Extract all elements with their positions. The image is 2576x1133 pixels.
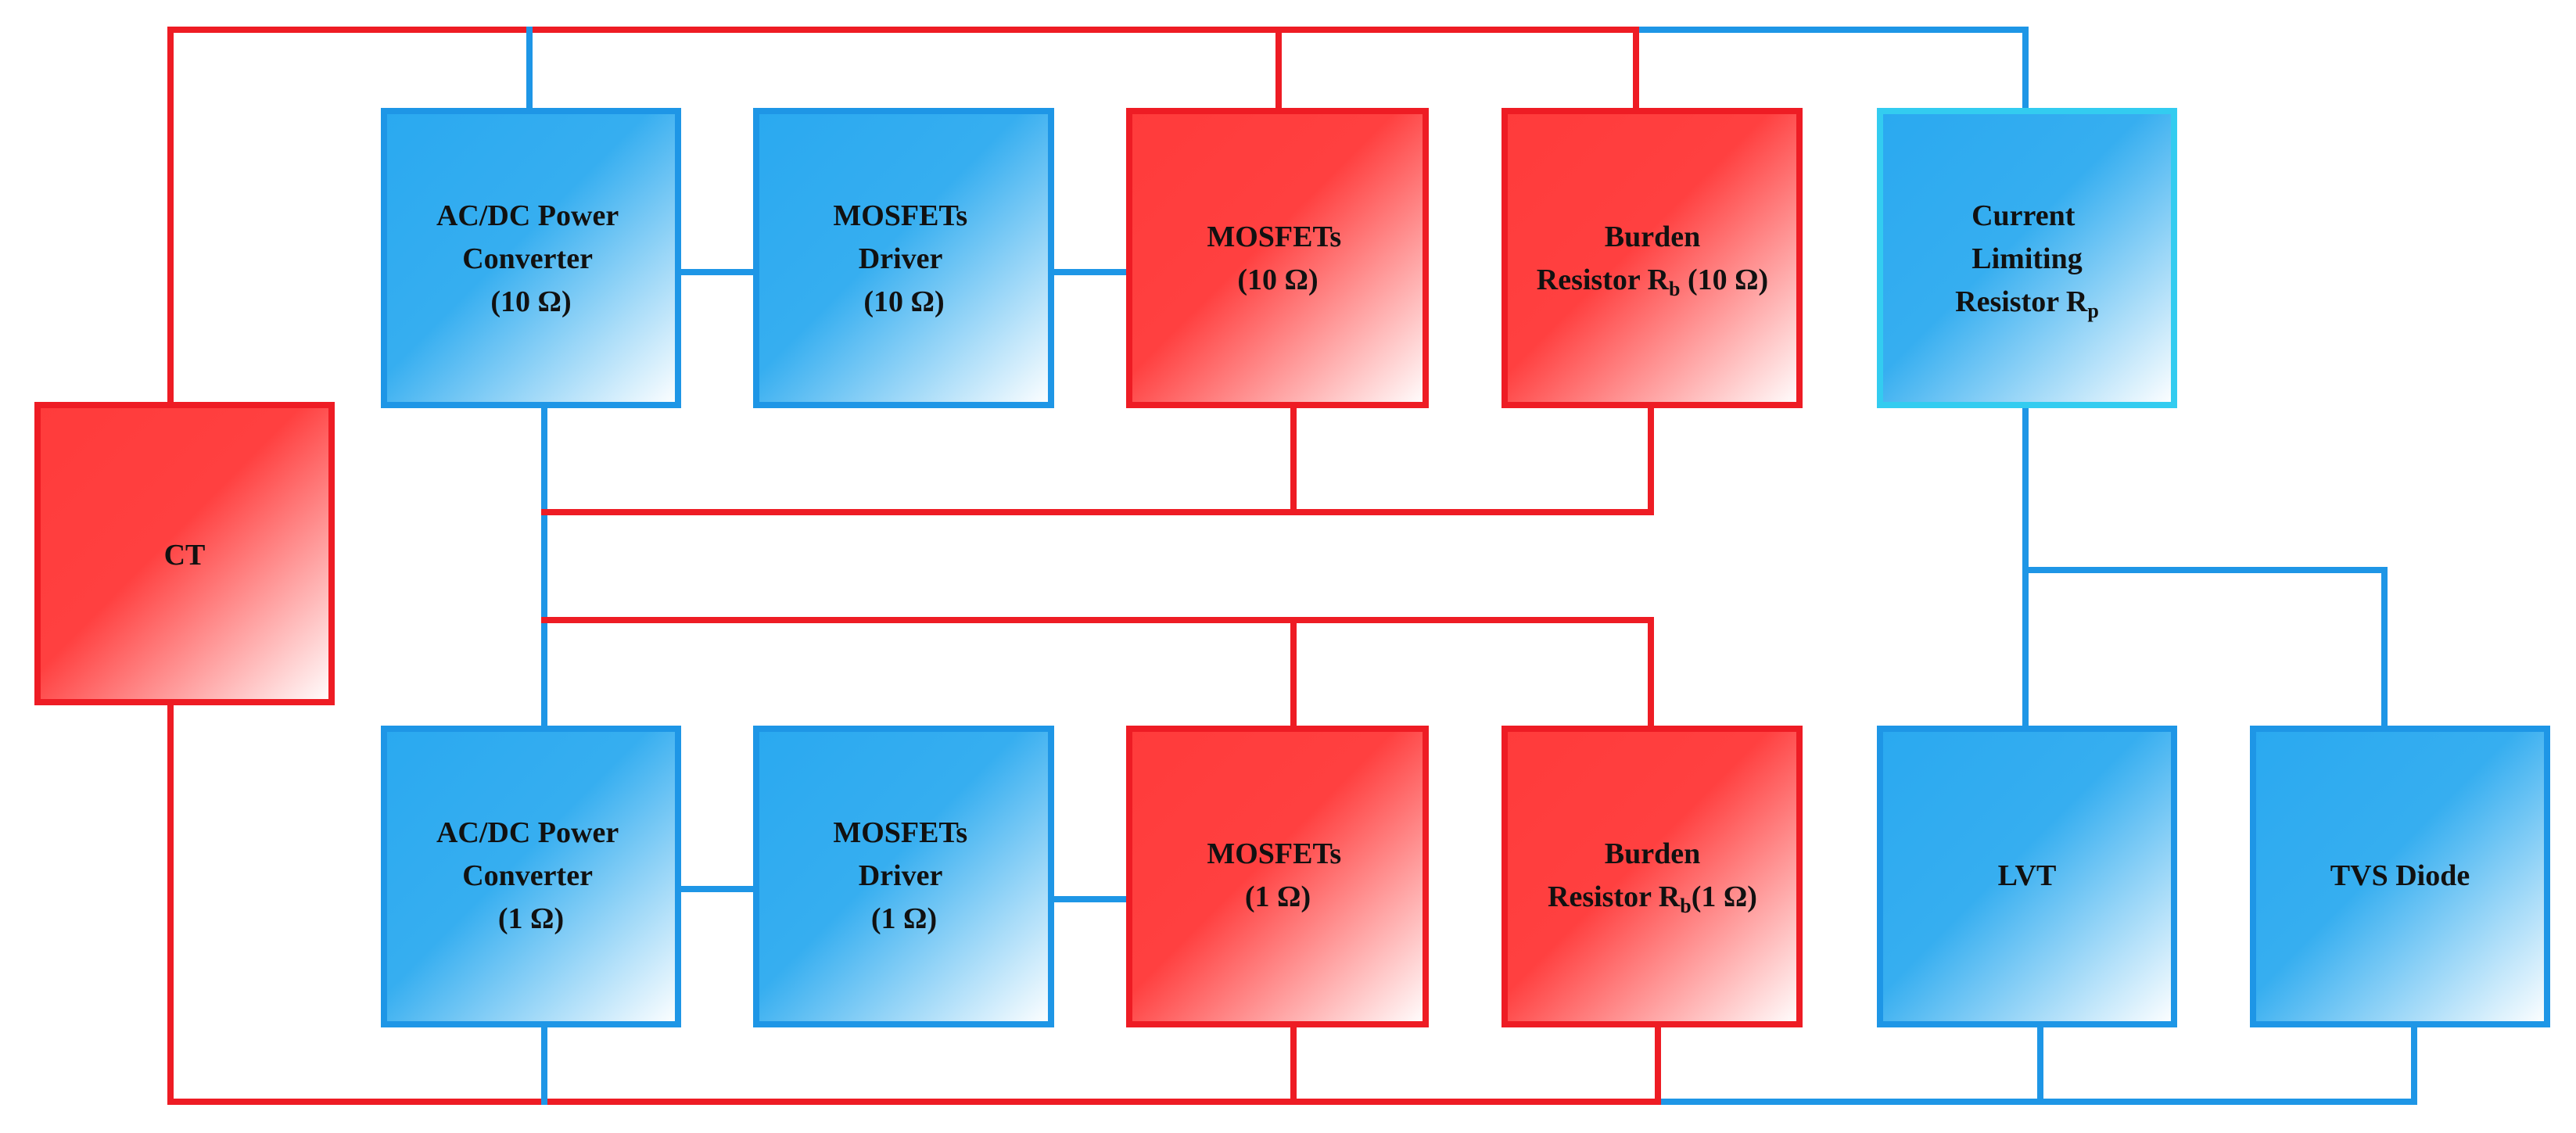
- svg-text:Current Limiting: Current Limiting: [1971, 199, 2083, 275]
- current-limiting-resistor-block: Current Limiting Resistor Rp: [1877, 108, 2177, 408]
- mosfets-1-block: MOSFETs (1 Ω): [1126, 726, 1429, 1027]
- mosfets-driver-1-block: MOSFETs Driver (1 Ω): [753, 726, 1054, 1027]
- svg-text:MOSFETs Driver (10: MOSFETs Driver (10 Ω): [833, 199, 974, 318]
- driver-1-line-2: Driver: [859, 859, 943, 892]
- current-limit-line-3: Resistor R: [1955, 285, 2088, 318]
- current-limit-subscript: p: [2087, 299, 2098, 322]
- svg-text:MOSFETs (10 Ω): MOSFETs (10 Ω): [1207, 221, 1348, 296]
- svg-text:Resistor Rb (10 Ω): Resistor Rb (10 Ω): [1537, 264, 1768, 300]
- mosfets-10-block: MOSFETs (10 Ω): [1126, 108, 1429, 408]
- svg-text:MOSFETs (1 Ω): MOSFETs (1 Ω): [1207, 837, 1348, 913]
- burden-1-line-2: Resistor R: [1548, 880, 1681, 913]
- svg-text:TVS Diode: TVS Diode: [2330, 859, 2470, 892]
- svg-text:CT: CT: [164, 539, 206, 572]
- svg-text:Resistor Rp: Resistor Rp: [1955, 285, 2099, 322]
- svg-text:MOSFETs Driver (1: MOSFETs Driver (1 Ω): [833, 816, 974, 935]
- lvt-tvs-branch-wire: [2022, 567, 2388, 732]
- driver-10-line-1: MOSFETs: [833, 199, 967, 232]
- burden-10-subscript: b: [1669, 278, 1680, 300]
- driver-1-line-3: (1 Ω): [871, 902, 937, 935]
- mosfets-10-line-2: (10 Ω): [1237, 264, 1318, 296]
- burden-1-subscript: b: [1680, 895, 1691, 917]
- burden-resistor-10-block: Burden Resistor Rb (10 Ω): [1501, 108, 1803, 408]
- acdc-converter-1-block: AC/DC Power Converter (1 Ω): [381, 726, 681, 1027]
- current-limit-line-2: Limiting: [1971, 242, 2082, 275]
- burden-10-line-1: Burden: [1605, 221, 1700, 253]
- ct-label: CT: [164, 539, 206, 572]
- svg-text:AC/DC Power Converter: AC/DC Power Converter (1 Ω): [436, 816, 626, 935]
- svg-text:AC/DC Power Converter: AC/DC Power Converter (10 Ω): [436, 199, 626, 318]
- mosfets-1-line-1: MOSFETs: [1207, 837, 1341, 870]
- acdc-10-line-2: Converter: [462, 242, 593, 275]
- row2-feed-wire: [541, 617, 1654, 732]
- svg-text:Burden: Burden: [1605, 837, 1700, 870]
- lvt-block: LVT: [1877, 726, 2177, 1027]
- tvs-diode-label: TVS Diode: [2330, 859, 2470, 892]
- current-limit-line-1: Current: [1971, 199, 2076, 232]
- mosfets-10-line-1: MOSFETs: [1207, 221, 1341, 253]
- acdc-10-line-1: AC/DC Power: [436, 199, 619, 232]
- burden-10-line-2: Resistor R: [1537, 264, 1670, 296]
- svg-text:LVT: LVT: [1998, 859, 2057, 892]
- mosfets-driver-10-block: MOSFETs Driver (10 Ω): [753, 108, 1054, 408]
- svg-text:Resistor Rb(1 Ω): Resistor Rb(1 Ω): [1548, 880, 1757, 917]
- acdc-1-line-1: AC/DC Power: [436, 816, 619, 849]
- driver-10-line-2: Driver: [859, 242, 943, 275]
- burden-1-line-1: Burden: [1605, 837, 1700, 870]
- bottom-rail-wire-red: [167, 699, 1661, 1105]
- acdc-10-line-3: (10 Ω): [490, 285, 571, 318]
- burden-resistor-1-block: Burden Resistor Rb(1 Ω): [1501, 726, 1803, 1027]
- row1-return-wire: [541, 402, 1654, 515]
- acdc-converter-10-block: AC/DC Power Converter (10 Ω): [381, 108, 681, 408]
- mosfets-1-line-2: (1 Ω): [1245, 880, 1311, 913]
- ct-block: CT: [34, 402, 335, 705]
- top-rail-wire-red: [167, 27, 1639, 408]
- wires: [167, 27, 2417, 1105]
- burden-1-value: (1 Ω): [1692, 880, 1757, 913]
- lvt-label: LVT: [1998, 859, 2057, 892]
- svg-text:Burden: Burden: [1605, 221, 1700, 253]
- tvs-diode-block: TVS Diode: [2250, 726, 2550, 1027]
- acdc-1-line-3: (1 Ω): [498, 902, 564, 935]
- driver-1-line-1: MOSFETs: [833, 816, 967, 849]
- burden-10-value: (10 Ω): [1680, 264, 1768, 296]
- acdc-1-line-2: Converter: [462, 859, 593, 892]
- driver-10-line-3: (10 Ω): [863, 285, 944, 318]
